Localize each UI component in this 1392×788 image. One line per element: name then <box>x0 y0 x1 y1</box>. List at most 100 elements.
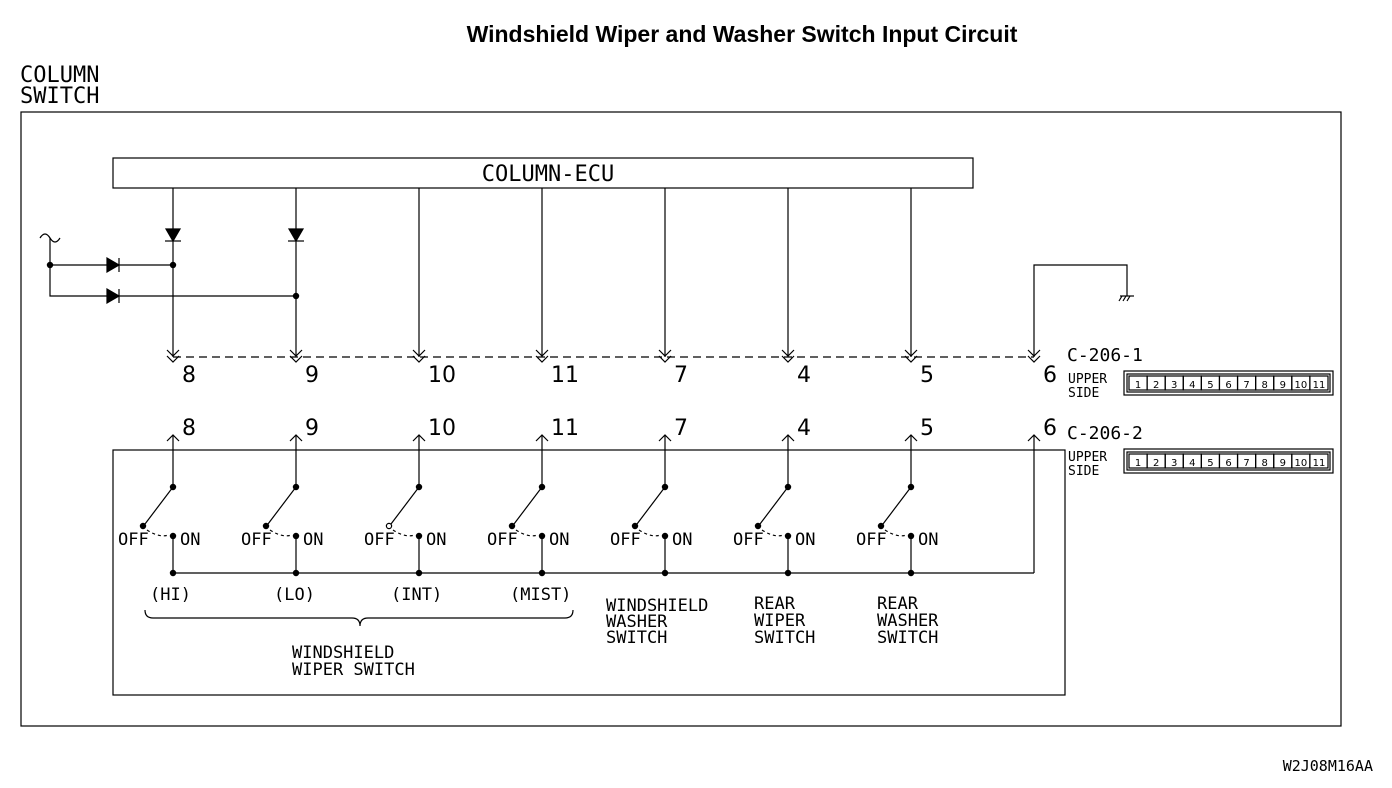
mode-lo-label: (LO) <box>274 585 315 605</box>
washer-switch-label-2: WASHER <box>606 612 668 632</box>
off-label: OFF <box>364 530 395 550</box>
switch-contact-off <box>508 522 516 530</box>
diode-icon <box>106 287 121 305</box>
on-label: ON <box>303 530 323 550</box>
off-label: OFF <box>118 530 149 550</box>
connector-pin-number: 1 <box>1135 458 1141 469</box>
switch-blade <box>144 486 174 525</box>
ground-wire <box>1033 264 1128 357</box>
connector-pin-number: 9 <box>1280 458 1286 469</box>
switch-contact-off <box>385 522 393 530</box>
wiper-mode-brace <box>144 609 574 627</box>
wiper-switch-label-1: WINDSHIELD <box>292 643 394 663</box>
pin-label: 6 <box>1043 363 1057 388</box>
wire-group <box>139 188 1041 577</box>
connector-c206-1-label: C-206-1 <box>1067 345 1143 366</box>
rear-washer-label-1: REAR <box>877 594 919 614</box>
pin-labels-lower: 8 9 10 11 7 4 5 6 <box>182 416 1057 441</box>
connector-pin-number: 4 <box>1189 380 1195 391</box>
on-label: ON <box>180 530 200 550</box>
connector-pin-number: 10 <box>1294 458 1307 469</box>
pin-label: 9 <box>305 363 319 388</box>
terminal-icon <box>166 349 180 357</box>
column-switch-box <box>20 111 1342 727</box>
pin-label: 9 <box>305 416 319 441</box>
on-label: ON <box>795 530 815 550</box>
terminal-icon <box>166 355 180 363</box>
terminal-icon <box>781 349 795 357</box>
pin-label: 11 <box>551 363 579 388</box>
switch-blade <box>882 486 912 525</box>
mode-hi-label: (HI) <box>150 585 191 605</box>
switch-travel <box>515 529 539 537</box>
connector-pin-number: 10 <box>1294 380 1307 391</box>
pin-label: 7 <box>674 416 688 441</box>
switch-contact-off <box>877 522 885 530</box>
connector-pin-number: 2 <box>1153 458 1159 469</box>
switch-blade <box>267 486 297 525</box>
connector-upper-label: UPPER <box>1068 372 1107 387</box>
switch-contact-off <box>262 522 270 530</box>
pin-label: 11 <box>551 416 579 441</box>
rear-wiper-label-3: SWITCH <box>754 628 815 648</box>
connector-pin-number: 6 <box>1225 458 1231 469</box>
connector-pin-number: 3 <box>1171 380 1177 391</box>
rear-wiper-label-1: REAR <box>754 594 796 614</box>
connector-outline <box>1123 370 1334 396</box>
pin-label: 4 <box>797 416 811 441</box>
rear-washer-label-2: WASHER <box>877 611 939 631</box>
pin-label: 7 <box>674 363 688 388</box>
terminal-icon <box>535 355 549 363</box>
pin-label: 6 <box>1043 416 1057 441</box>
switch-contact-off <box>754 522 762 530</box>
switch-blade <box>513 486 543 525</box>
pin-label: 8 <box>182 416 196 441</box>
connector-pin-number: 9 <box>1280 380 1286 391</box>
connector-c206-2-label: C-206-2 <box>1067 423 1143 444</box>
rear-washer-label-3: SWITCH <box>877 628 938 648</box>
terminal-icon <box>412 355 426 363</box>
pin-label: 5 <box>920 416 934 441</box>
column-switch-label-2: SWITCH <box>20 84 99 109</box>
connector-inner <box>1126 373 1331 393</box>
connector-pin-number: 11 <box>1313 458 1326 469</box>
terminal-icon <box>412 349 426 357</box>
pin-label: 5 <box>920 363 934 388</box>
terminal-icon <box>1027 355 1041 363</box>
pin-label: 8 <box>182 363 196 388</box>
terminal-icon <box>658 355 672 363</box>
connector-pin-number: 7 <box>1243 458 1249 469</box>
connector-inner <box>1126 451 1331 471</box>
connector-side-label: SIDE <box>1068 464 1099 479</box>
pin-label: 10 <box>428 416 456 441</box>
switch-travel <box>269 529 293 537</box>
connector-pin-number: 8 <box>1261 458 1267 469</box>
terminal-icon <box>658 349 672 357</box>
connector-outline <box>1123 448 1334 474</box>
figure-code: W2J08M16AA <box>1283 757 1373 775</box>
connector-pin-number: 5 <box>1207 458 1213 469</box>
switch-blade <box>636 486 666 525</box>
column-ecu-box <box>112 157 974 189</box>
terminal-icon <box>289 355 303 363</box>
wiper-switch-label-2: WIPER SWITCH <box>292 660 415 680</box>
washer-switch-label-3: SWITCH <box>606 628 667 648</box>
on-label: ON <box>918 530 938 550</box>
off-label: OFF <box>241 530 272 550</box>
mode-int-label: (INT) <box>391 585 442 605</box>
washer-switch-label-1: WINDSHIELD <box>606 596 708 616</box>
terminal-icon <box>781 355 795 363</box>
switch-blade <box>759 486 789 525</box>
switch-contact-off <box>139 522 147 530</box>
column-switch-label-1: COLUMN <box>20 63 99 88</box>
diode-icon <box>106 256 121 274</box>
column-ecu-label: COLUMN-ECU <box>482 162 614 187</box>
diode-feed-wire <box>49 238 112 297</box>
pin-labels-upper: 8 9 10 11 7 4 5 6 <box>182 363 1057 388</box>
switch-travel <box>761 529 785 537</box>
switch-travel <box>638 529 662 537</box>
connector-pin-number: 11 <box>1313 380 1326 391</box>
terminal-icon <box>289 349 303 357</box>
